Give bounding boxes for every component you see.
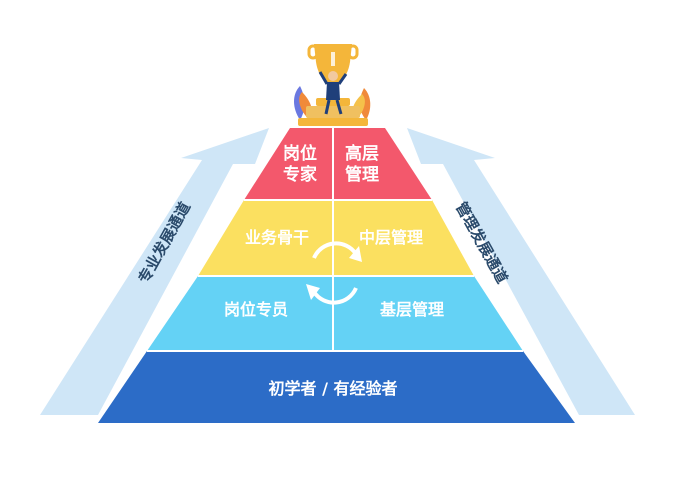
left-channel-arrow [40,128,269,415]
tier-3 [147,276,523,351]
label-tier2-left: 业务骨干 [244,228,310,247]
person-icon [318,71,348,115]
label-top-right-line1: 高层 [345,143,379,164]
label-top-right-line2: 管理 [345,165,379,185]
tier-top [244,128,432,200]
tier-base [98,351,575,423]
tier-2 [198,200,474,276]
label-tier2-right: 中层管理 [358,228,424,247]
label-top-left: 岗位 专家 [283,144,317,187]
label-tier3-right: 基层管理 [379,300,445,319]
right-channel-arrow [407,128,635,415]
label-tier3-left: 岗位专员 [223,300,289,319]
label-top-left-line2: 专家 [283,165,317,185]
label-top-left-line1: 岗位 [283,143,317,164]
label-top-right: 高层 管理 [345,144,379,187]
label-base: 初学者 / 有经验者 [268,379,398,398]
cycle-arrows-icon [306,241,362,305]
